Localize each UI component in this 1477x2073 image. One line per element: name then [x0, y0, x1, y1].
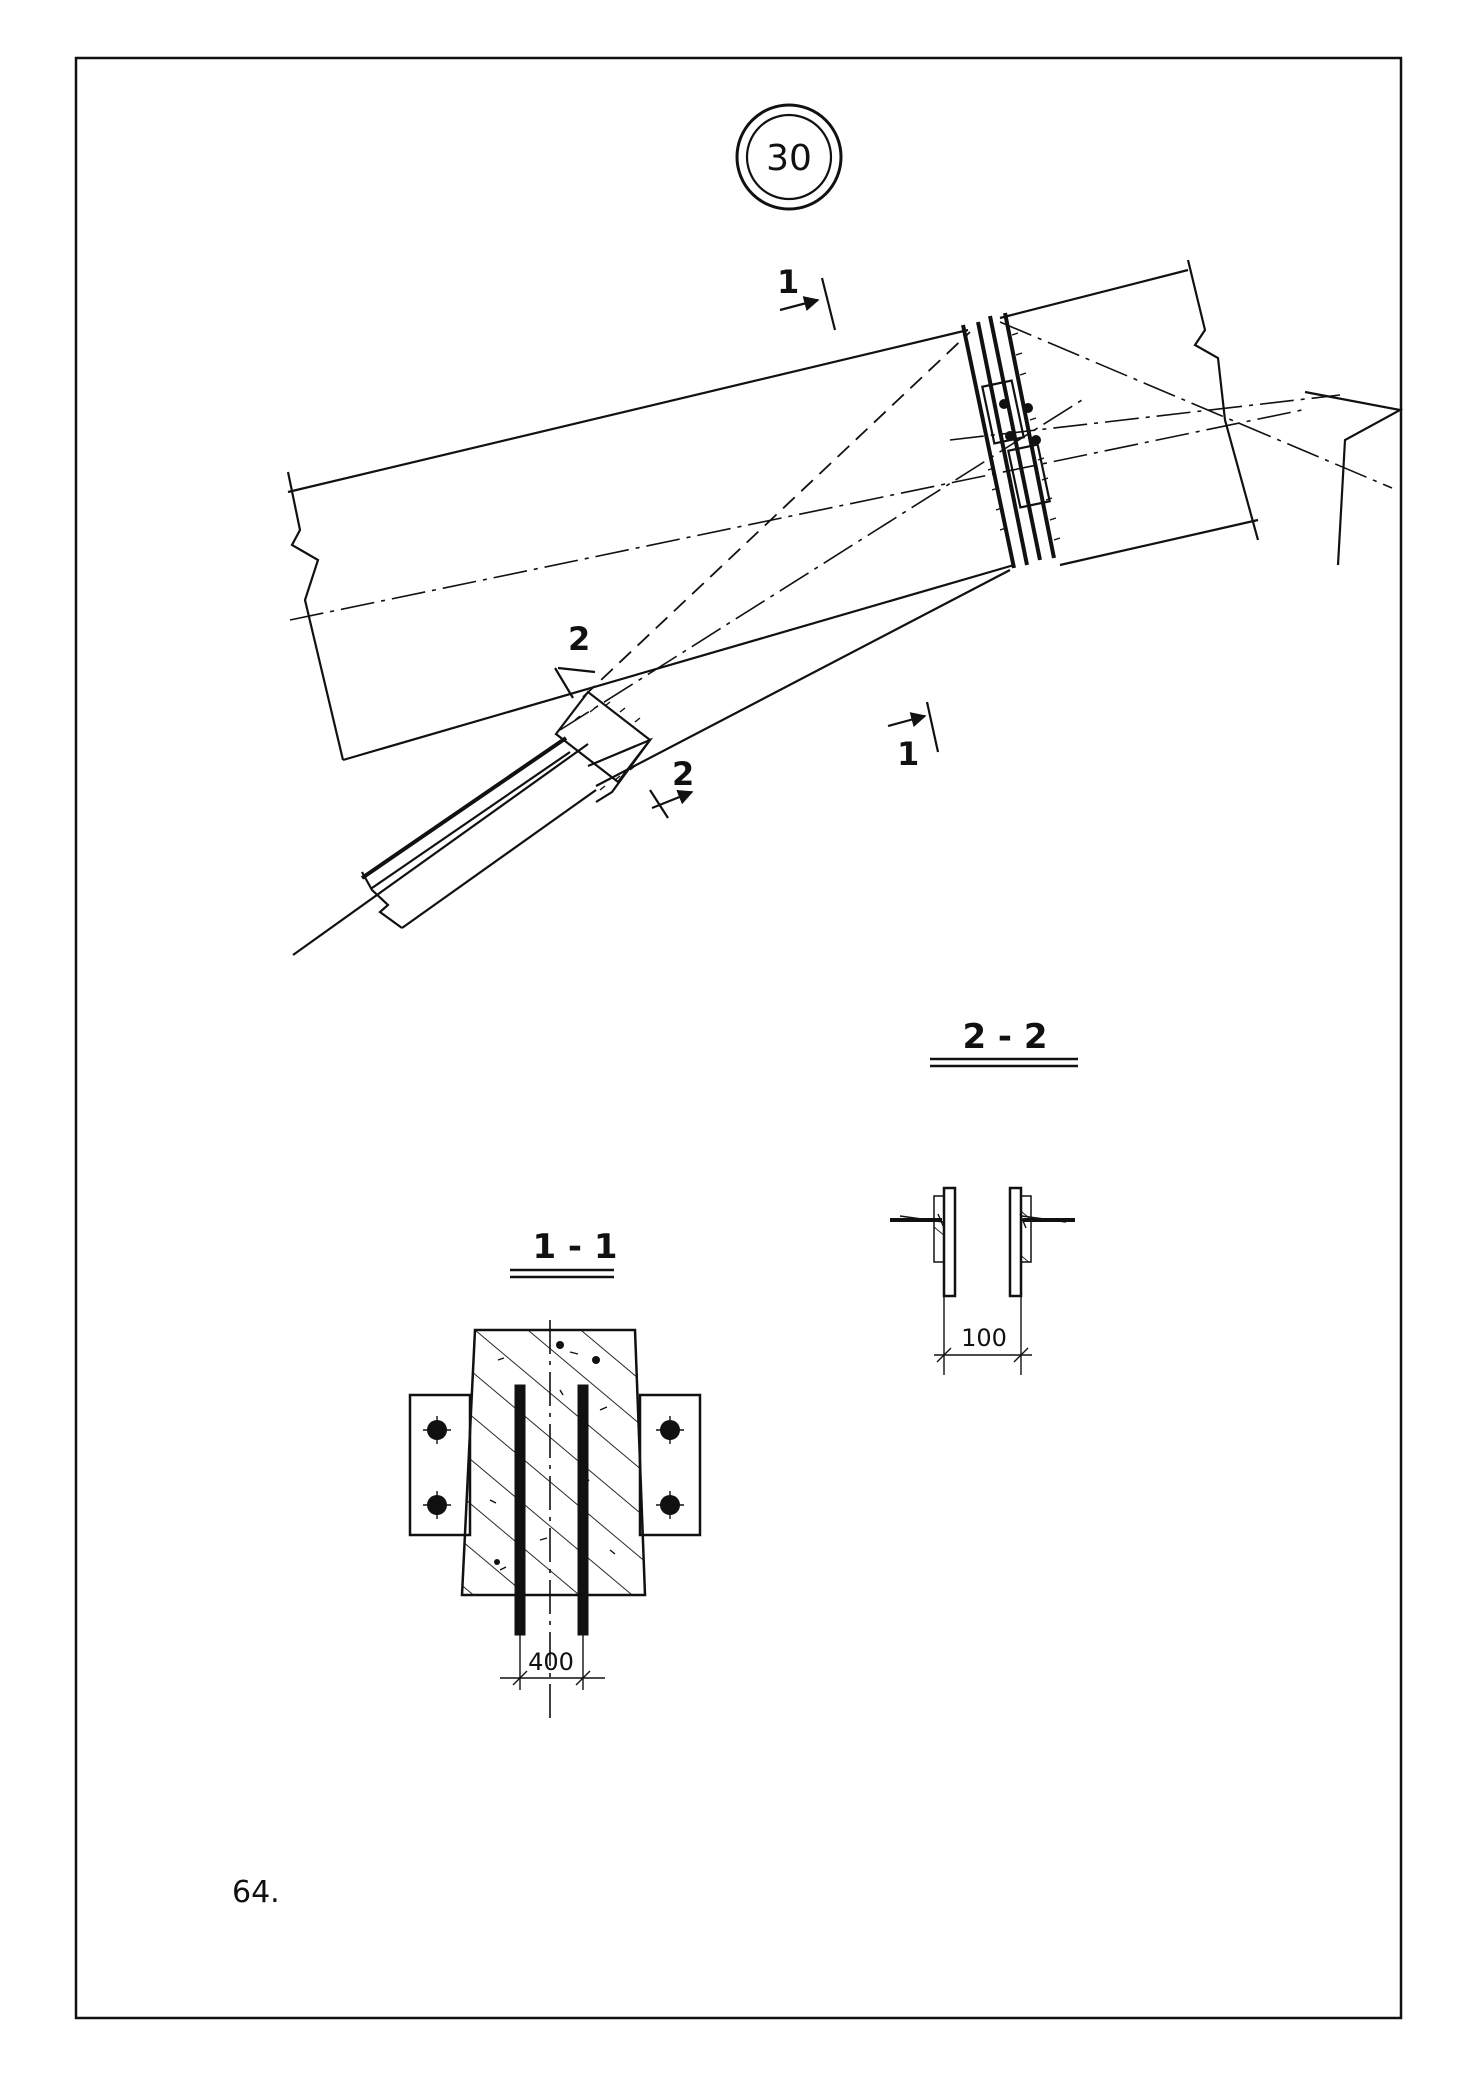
- section-2-2-detail: 100: [890, 1186, 1075, 1375]
- section-2-2-dimension: 100: [961, 1324, 1007, 1352]
- section-marker-2-bottom: 2: [649, 755, 694, 819]
- ridge-joint: [961, 312, 1061, 569]
- section-1-1-dimension: 400: [528, 1648, 574, 1676]
- section-marker-2-top-label: 2: [568, 620, 590, 658]
- bolt-heads: [423, 1416, 684, 1519]
- diagonal-brace: [292, 399, 1083, 956]
- section-marker-2-bottom-label: 2: [672, 755, 694, 793]
- sheet-frame: [74, 56, 1403, 2020]
- section-marker-1-top: 1: [777, 263, 837, 331]
- section-2-2-title: 2 - 2: [962, 1017, 1047, 1057]
- section-marker-1-top-label: 1: [777, 263, 799, 301]
- section-1-1: 1 - 1: [408, 1227, 702, 1720]
- left-chord-member: [286, 328, 1303, 762]
- section-marker-2-top: 2: [554, 620, 596, 699]
- section-2-2: 2 - 2 100: [890, 1017, 1078, 1375]
- section-1-1-detail: 400: [408, 1320, 702, 1720]
- section-marker-1-bottom: 1: [887, 701, 940, 773]
- section-marker-1-bottom-label: 1: [897, 735, 919, 773]
- concrete-section: [460, 1328, 647, 1597]
- truss-elevation: 1 1 2 2: [286, 259, 1404, 956]
- sheet-number-badge: 30: [735, 103, 843, 211]
- page-number: 64.: [232, 1875, 280, 1910]
- section-1-1-title: 1 - 1: [532, 1227, 617, 1267]
- sheet-number-text: 30: [766, 138, 812, 179]
